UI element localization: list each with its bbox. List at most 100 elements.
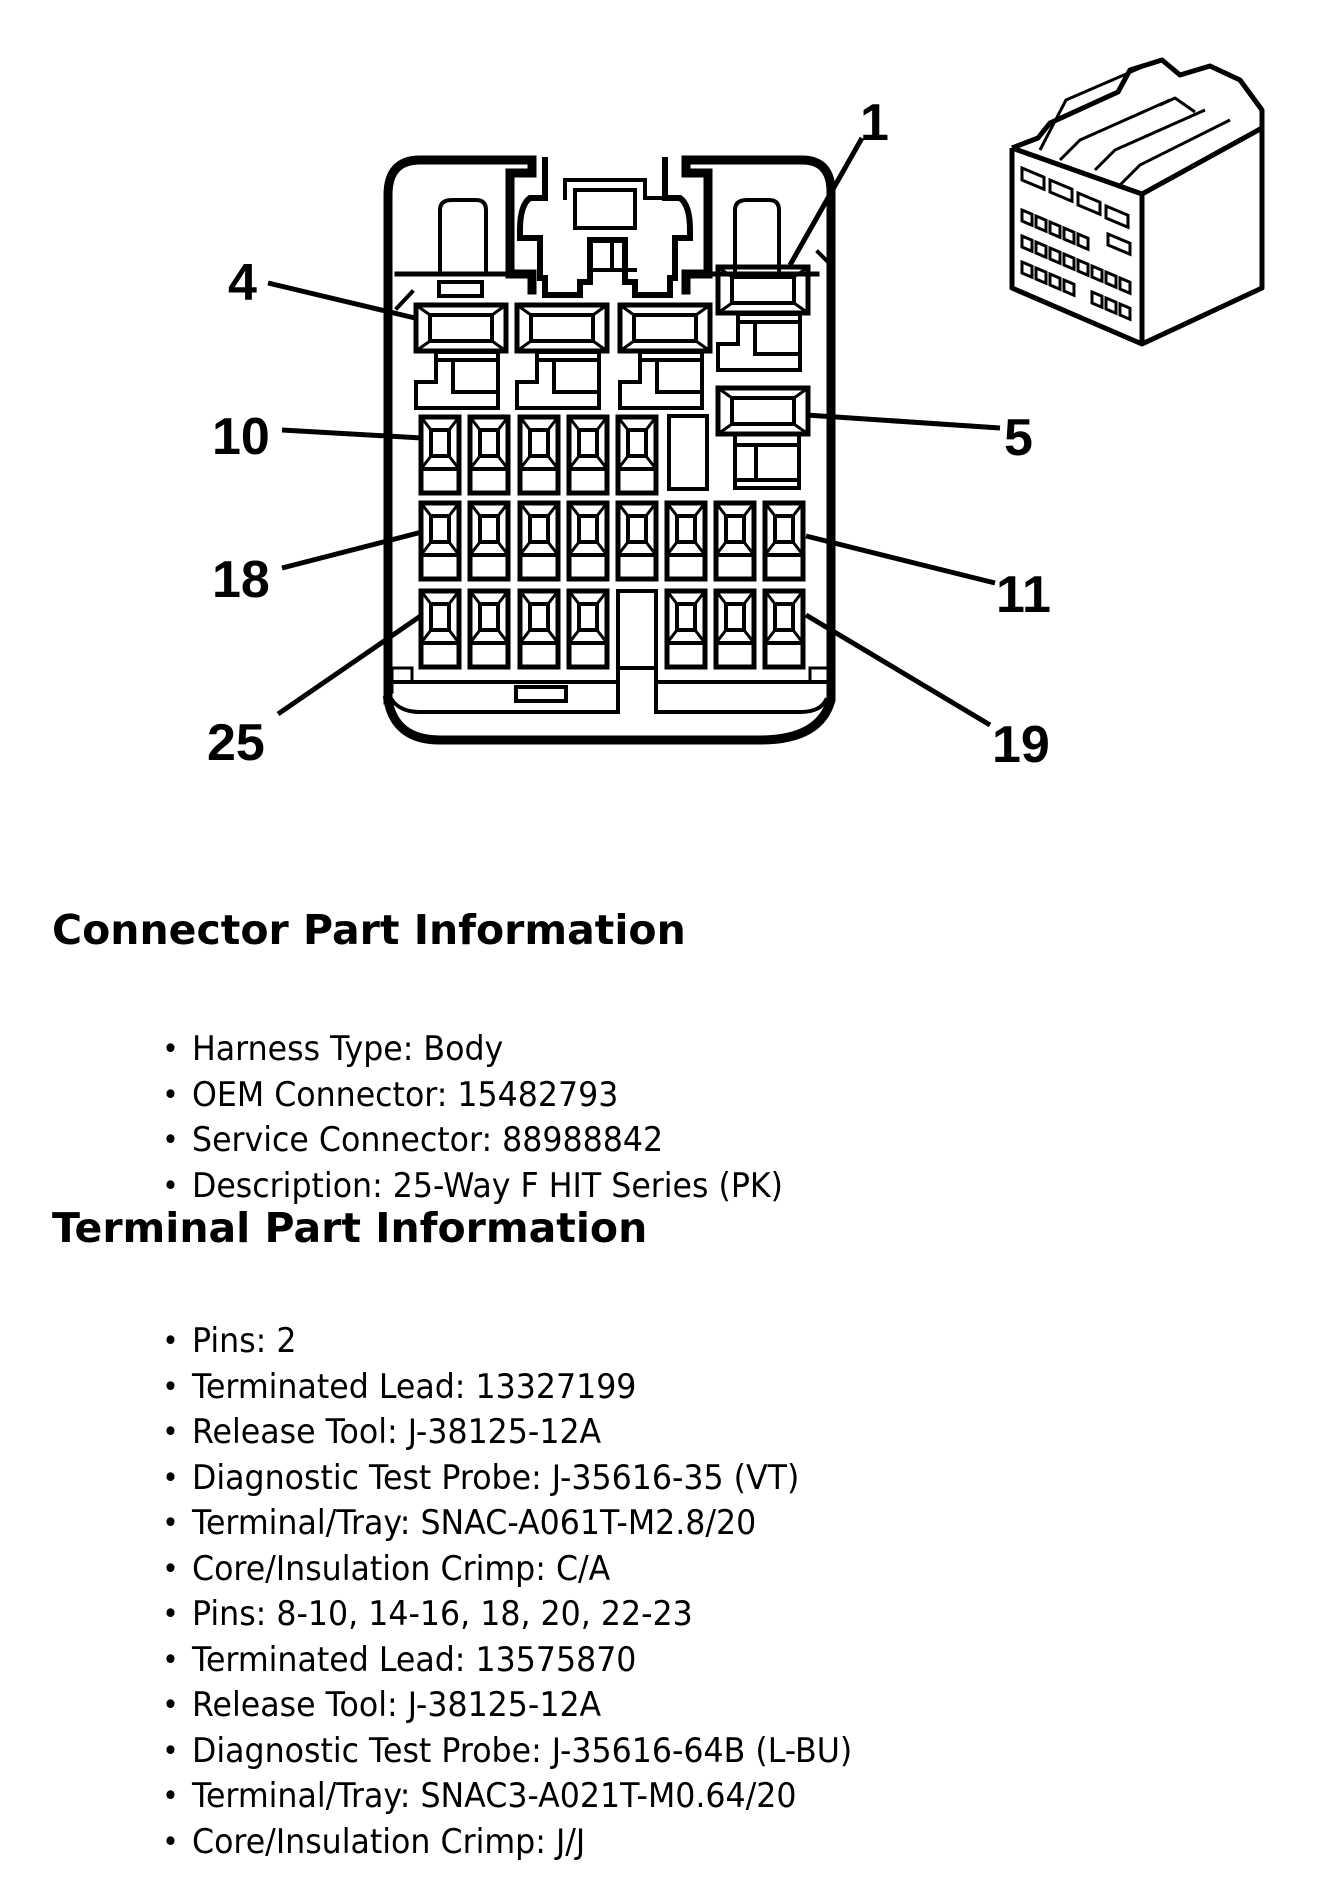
list-item-text: Release Tool: J-38125-12A <box>192 1685 602 1725</box>
bullet-icon: • <box>162 1733 179 1769</box>
leader-line-11 <box>805 533 996 586</box>
terminal-section-heading: Terminal Part Information <box>52 1204 648 1252</box>
pin-callout-10: 10 <box>212 408 270 466</box>
connector-part-information: Connector Part Information •Harness Type… <box>52 910 828 1209</box>
list-item-text: Terminated Lead: 13327199 <box>192 1366 637 1407</box>
leader-line-25 <box>276 612 424 717</box>
list-item: •Release Tool: J-38125-12A <box>162 1410 852 1456</box>
list-item-text: Diagnostic Test Probe: J-35616-64B (L-BU… <box>192 1730 853 1771</box>
iso-cavity <box>1062 277 1076 298</box>
list-item: • Description: 25-Way F HIT Series (PK) <box>162 1164 784 1210</box>
list-item: •Core/Insulation Crimp: J/J <box>162 1820 852 1866</box>
list-item: • Pins: 8-10, 14-16, 18, 20, 22-23 <box>162 1592 852 1638</box>
cavity-small <box>418 414 462 496</box>
pin-callout-4: 4 <box>228 254 257 312</box>
list-item-text: Terminal/Tray: SNAC3-A021T-M0.64/20 <box>192 1776 797 1816</box>
iso-cavity <box>1106 231 1132 257</box>
pin-callout-1: 1 <box>860 94 889 152</box>
cavity-small <box>467 500 511 582</box>
cavity-latch <box>716 312 802 372</box>
list-item: • Terminal/Tray: SNAC-A061T-M2.8/20 <box>162 1501 852 1547</box>
terminal-part-information: Terminal Part Information •Pins: 2 •Term… <box>52 1208 902 1865</box>
cavity-pin-5 <box>715 385 811 437</box>
cavity-small <box>566 414 610 496</box>
cavity-small <box>664 500 708 582</box>
iso-cavity <box>1062 251 1076 272</box>
cavity-small <box>762 588 806 670</box>
cavity-blank <box>667 414 709 491</box>
bullet-icon: • <box>162 1324 179 1359</box>
bullet-icon: • <box>162 1123 179 1158</box>
leader-line-4 <box>267 280 416 321</box>
bullet-icon: • <box>162 1506 179 1541</box>
iso-cavity <box>1048 219 1062 240</box>
connector-housing-outline <box>382 155 836 745</box>
cavity-large <box>514 302 610 354</box>
iso-cavity <box>1048 245 1062 266</box>
iso-cavity <box>1020 165 1046 192</box>
pin-callout-11: 11 <box>996 566 1051 624</box>
cavity-small <box>467 588 511 670</box>
iso-cavity <box>1020 233 1034 254</box>
pin-callout-18: 18 <box>212 551 270 609</box>
iso-cavity <box>1062 225 1076 246</box>
iso-cavity <box>1034 239 1048 260</box>
cavity-large <box>413 302 509 354</box>
connector-section-heading: Connector Part Information <box>52 906 686 954</box>
list-item-text: Harness Type: Body <box>192 1029 504 1069</box>
list-item: •Pins: 2 <box>162 1319 852 1365</box>
list-item: •Core/Insulation Crimp: C/A <box>162 1547 852 1593</box>
list-item-text: Terminal/Tray: SNAC-A061T-M2.8/20 <box>192 1503 757 1543</box>
iso-cavity <box>1090 263 1104 284</box>
pin-callout-25: 25 <box>207 714 265 772</box>
list-item-text: Service Connector: 88988842 <box>192 1120 664 1160</box>
cavity-small <box>566 588 610 670</box>
list-item: • Terminated Lead: 13327199 <box>162 1365 852 1411</box>
bullet-icon: • <box>162 1597 179 1632</box>
list-item: •Terminated Lead: 13575870 <box>162 1638 852 1684</box>
bullet-icon: • <box>162 1688 179 1723</box>
iso-cavity <box>1020 207 1034 228</box>
cavity-small <box>517 588 561 670</box>
iso-cavity <box>1076 257 1090 278</box>
list-item-text: OEM Connector: 15482793 <box>192 1074 619 1115</box>
list-item-text: Core/Insulation Crimp: C/A <box>192 1548 611 1589</box>
bullet-icon: • <box>162 1077 179 1113</box>
cavity-small <box>713 588 757 670</box>
list-item: • OEM Connector: 15482793 <box>162 1073 783 1119</box>
bullet-icon: • <box>162 1369 179 1405</box>
list-item: • Harness Type: Body <box>162 1027 783 1073</box>
iso-cavity <box>1090 289 1104 310</box>
cavity-latch <box>515 350 601 410</box>
cavity-small <box>418 500 462 582</box>
leader-line-19 <box>804 612 992 728</box>
list-item-text: Diagnostic Test Probe: J-35616-35 (VT) <box>192 1457 800 1498</box>
bullet-icon: • <box>162 1032 179 1067</box>
bullet-icon: • <box>162 1460 179 1496</box>
cavity-small <box>615 500 659 582</box>
iso-cavity <box>1020 259 1034 280</box>
list-item: • Diagnostic Test Probe: J-35616-35 (VT) <box>162 1456 852 1502</box>
cavity-latch <box>733 435 801 490</box>
cavity-latch <box>414 350 500 410</box>
cavity-small <box>467 414 511 496</box>
cavity-small <box>517 500 561 582</box>
list-item-text: Description: 25-Way F HIT Series (PK) <box>192 1165 784 1206</box>
iso-cavity <box>1118 275 1132 296</box>
connector-isometric-icon <box>1009 57 1265 347</box>
list-item-text: Pins: 8-10, 14-16, 18, 20, 22-23 <box>192 1594 693 1634</box>
list-item: • Release Tool: J-38125-12A <box>162 1683 852 1729</box>
iso-cavity <box>1048 177 1074 204</box>
bullet-icon: • <box>162 1779 179 1814</box>
bullet-icon: • <box>162 1824 179 1860</box>
pin-callout-5: 5 <box>1004 409 1033 467</box>
list-item: • Service Connector: 88988842 <box>162 1118 783 1164</box>
cavity-small <box>418 588 462 670</box>
iso-cavity <box>1104 203 1130 230</box>
bullet-icon: • <box>162 1168 179 1204</box>
list-item-text: Terminated Lead: 13575870 <box>192 1639 637 1680</box>
leader-line-10 <box>281 427 423 441</box>
iso-cavity <box>1076 231 1090 252</box>
bullet-icon: • <box>162 1415 179 1450</box>
cavity-small <box>517 414 561 496</box>
